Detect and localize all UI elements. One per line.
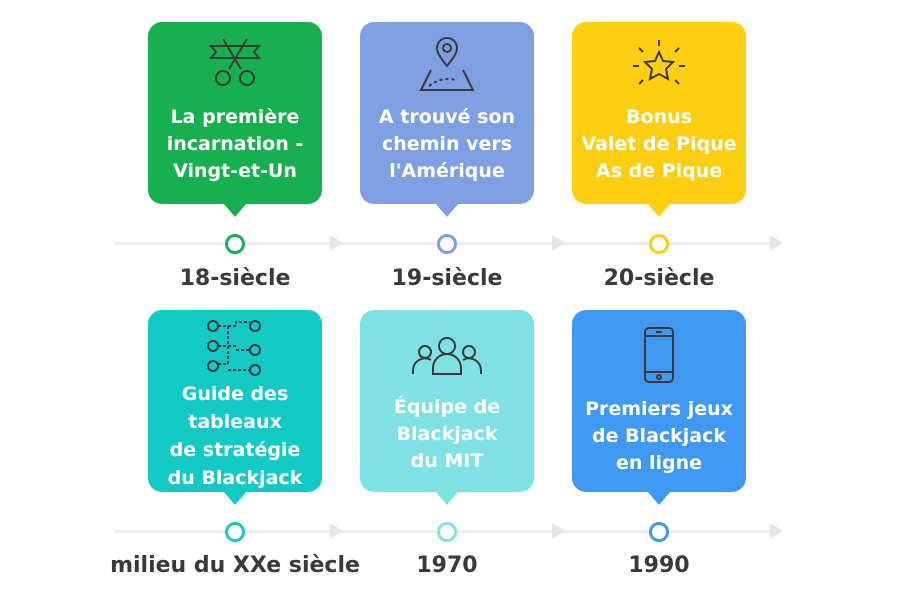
- date-label: 1990: [628, 553, 690, 578]
- date-label: milieu du XXe siècle: [110, 553, 360, 578]
- arrow-icon: [330, 235, 343, 251]
- card-1970: Équipe de Blackjack du MIT: [360, 310, 534, 505]
- card-1990: Premiers jeux de Blackjack en ligne: [572, 310, 746, 505]
- arrow-icon: [770, 235, 783, 251]
- star-icon: [633, 40, 685, 85]
- card-text: Bonus Valet de Pique As de Pique: [581, 106, 737, 182]
- date-label: 18-siècle: [179, 266, 291, 291]
- timeline-dot: [437, 234, 457, 254]
- date-label: 20-siècle: [603, 266, 715, 291]
- arrow-icon: [552, 523, 565, 539]
- team-icon: [412, 337, 482, 375]
- arrow-icon: [552, 235, 565, 251]
- map-pin-icon: [419, 37, 475, 91]
- date-label: 1970: [416, 553, 478, 578]
- card-18th-century: La première incarnation - Vingt-et-Un: [148, 22, 322, 217]
- date-label: 19-siècle: [391, 266, 503, 291]
- timeline-dot: [225, 522, 245, 542]
- card-text: La première incarnation - Vingt-et-Un: [166, 106, 304, 182]
- smartphone-icon: [644, 327, 674, 383]
- card-20th-century: Bonus Valet de Pique As de Pique: [572, 22, 746, 217]
- card-19th-century: A trouvé son chemin vers l'Amérique: [360, 22, 534, 217]
- arrow-icon: [330, 523, 343, 539]
- timeline-dot: [225, 234, 245, 254]
- arrow-icon: [770, 523, 783, 539]
- card-text: Équipe de Blackjack du MIT: [393, 396, 501, 472]
- card-text: A trouvé son chemin vers l'Amérique: [378, 106, 516, 182]
- card-text: Premiers jeux de Blackjack en ligne: [585, 398, 733, 474]
- card-text: Guide des tableaux de stratégie du Black…: [167, 383, 303, 489]
- strategy-chart-icon: [207, 320, 261, 376]
- timeline-dot: [437, 522, 457, 542]
- scissors-ribbon-icon: [208, 38, 262, 86]
- card-mid-20th-century: Guide des tableaux de stratégie du Black…: [148, 310, 322, 505]
- timeline-dot: [649, 234, 669, 254]
- timeline-dot: [649, 522, 669, 542]
